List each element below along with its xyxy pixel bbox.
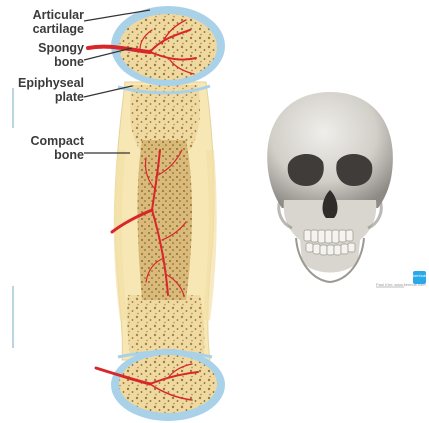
eye-socket-left [288,154,324,186]
eye-socket-right [336,154,372,186]
watermark-text: kenhub [413,273,426,278]
credit-text: Paul Kim: www.kenhub.com [376,282,426,287]
